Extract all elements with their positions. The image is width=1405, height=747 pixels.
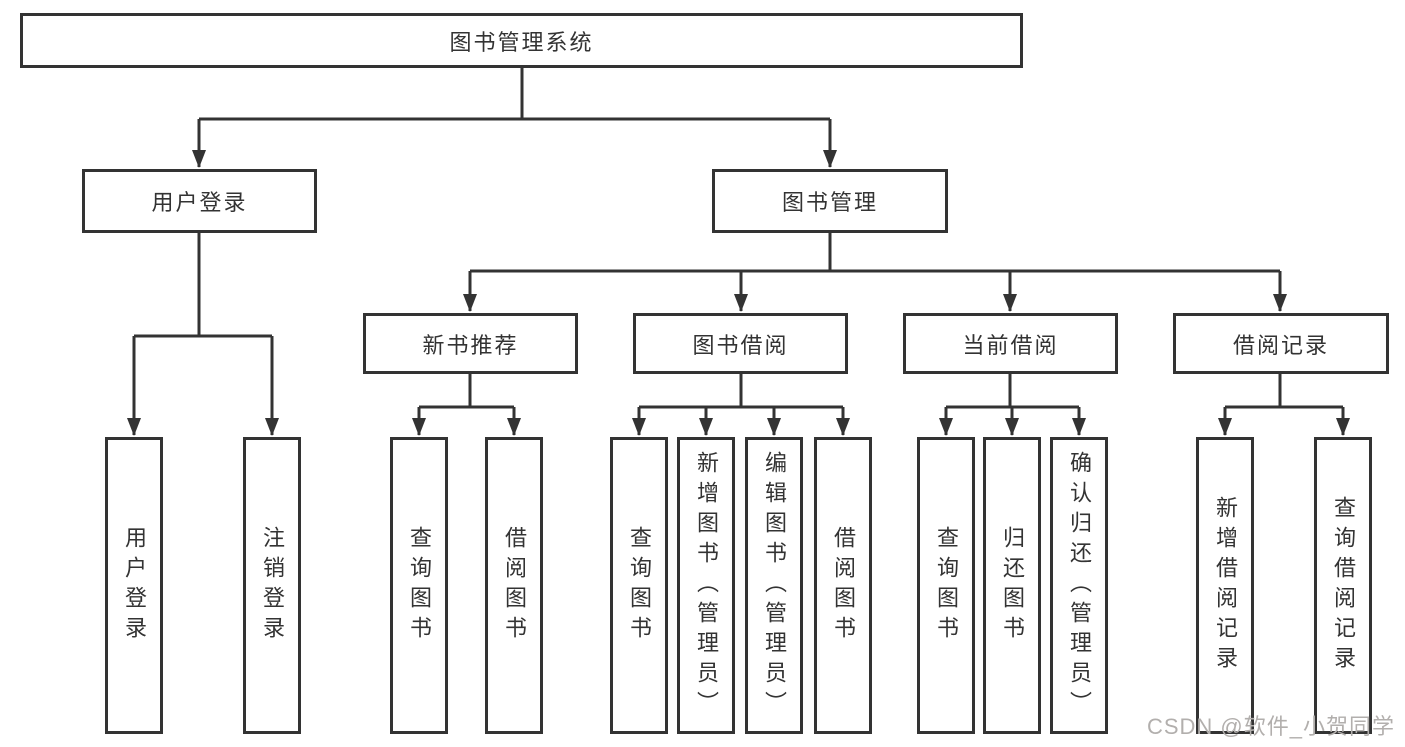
node-label: 查询图书 [934, 525, 959, 646]
elbow-new-book [419, 374, 514, 409]
node-label: 确认归还（管理员） [1067, 450, 1092, 721]
node-label: 查询借阅记录 [1331, 495, 1356, 676]
node-label: 新书推荐 [422, 332, 519, 358]
node-label: 借阅图书 [502, 525, 527, 646]
node-label: 新增图书（管理员） [694, 450, 719, 721]
leaf-add-book-admin: 新增图书（管理员） [677, 437, 735, 734]
leaf-add-borrow-record: 新增借阅记录 [1196, 437, 1254, 734]
node-label: 图书借阅 [692, 332, 789, 358]
node-label: 归还图书 [1000, 525, 1025, 646]
node-borrow-records: 借阅记录 [1173, 313, 1389, 374]
node-label: 借阅记录 [1232, 332, 1329, 358]
leaf-borrow-books: 借阅图书 [814, 437, 872, 734]
node-root-label: 图书管理系统 [449, 29, 594, 55]
elbow-user-login [134, 233, 272, 338]
node-book-borrow: 图书借阅 [633, 313, 848, 374]
node-label: 查询图书 [407, 525, 432, 646]
node-new-book-recommend: 新书推荐 [363, 313, 578, 374]
node-root: 图书管理系统 [20, 13, 1023, 68]
leaf-user-login: 用户登录 [105, 437, 163, 734]
leaf-logout: 注销登录 [243, 437, 301, 734]
elbow-current-borrow [946, 374, 1079, 409]
node-label: 编辑图书（管理员） [762, 450, 787, 721]
leaf-query-borrow-record: 查询借阅记录 [1314, 437, 1372, 734]
node-label: 用户登录 [122, 525, 147, 646]
leaf-confirm-return-admin: 确认归还（管理员） [1050, 437, 1108, 734]
watermark: CSDN @软件_小贺同学 [1146, 714, 1395, 739]
node-book-management: 图书管理 [712, 169, 948, 233]
node-label: 图书管理 [781, 190, 878, 215]
elbow-book-management [470, 233, 1280, 273]
elbow-book-borrow [639, 374, 843, 409]
node-current-borrow: 当前借阅 [903, 313, 1118, 374]
node-label: 注销登录 [260, 525, 285, 646]
leaf-return-book: 归还图书 [983, 437, 1041, 734]
leaf-borrow-books-recommend: 借阅图书 [485, 437, 543, 734]
leaf-query-books-borrow: 查询图书 [610, 437, 668, 734]
node-label: 借阅图书 [831, 525, 856, 646]
node-label: 查询图书 [627, 525, 652, 646]
leaf-edit-book-admin: 编辑图书（管理员） [745, 437, 803, 734]
leaf-query-books-current: 查询图书 [917, 437, 975, 734]
leaf-query-books-recommend: 查询图书 [390, 437, 448, 734]
node-label: 当前借阅 [962, 332, 1059, 358]
node-user-login-branch: 用户登录 [82, 169, 317, 233]
node-label: 新增借阅记录 [1213, 495, 1238, 676]
elbow-root [199, 68, 830, 121]
node-label: 用户登录 [151, 190, 248, 215]
elbow-borrow-records [1225, 374, 1343, 409]
